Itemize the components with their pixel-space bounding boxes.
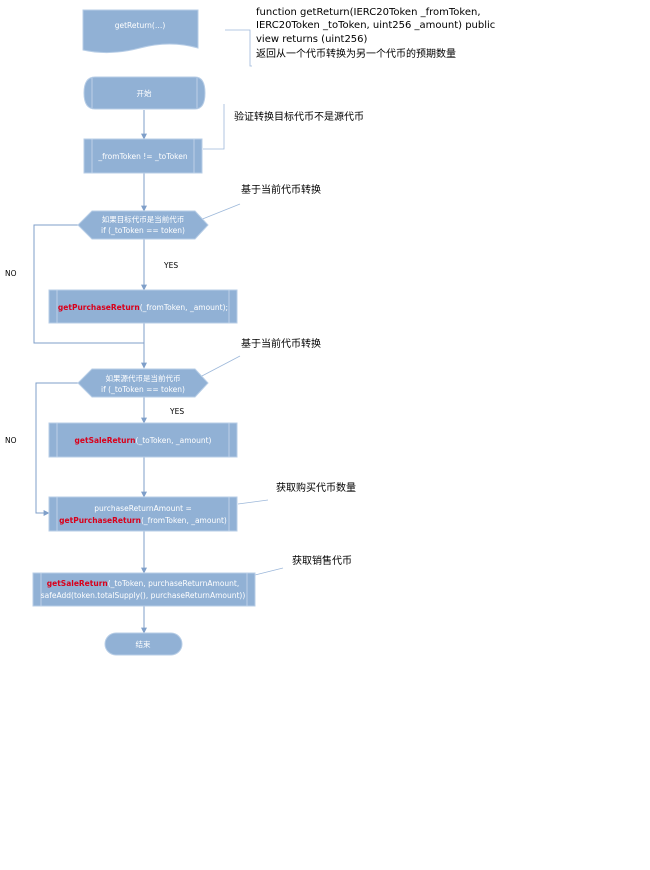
callout-check: [203, 104, 225, 150]
note-final-sale: 获取销售代币: [292, 554, 352, 567]
flow-connectors: [33, 110, 147, 634]
note-decision1: 基于当前代币转换: [241, 183, 321, 196]
final-sale-process-shape: [32, 572, 256, 607]
note-decision2: 基于当前代币转换: [241, 337, 321, 350]
decision1-node: 如果目标代币是当前代币 if (_toToken == token): [77, 210, 209, 240]
note-assign: 获取购买代币数量: [276, 481, 356, 494]
sale-func: getSaleReturn: [75, 436, 136, 445]
callout-assign: [237, 499, 269, 505]
arrow-decision2-no: [35, 382, 78, 516]
end-node-label: 结束: [136, 639, 151, 649]
signature-note-line1: function getReturn(IERC20Token _fromToke…: [256, 7, 481, 18]
decision1-no-label: NO: [5, 269, 17, 278]
assign-args: (_fromToken, _amount): [141, 516, 227, 525]
callout-final-sale: [254, 567, 284, 576]
signature-note-line3: view returns (uint256): [256, 34, 368, 45]
end-node: 结束: [104, 632, 183, 656]
check-node: _fromToken != _toToken: [83, 138, 203, 174]
assign-line1: purchaseReturnAmount =: [94, 504, 191, 513]
decision1-shape: [77, 210, 209, 240]
decision1-line2: if (_toToken == token): [101, 226, 185, 235]
assign-func: getPurchaseReturn: [59, 516, 141, 525]
purchase-process-shape: [48, 289, 238, 324]
decision2-line2: if (_toToken == token): [101, 385, 185, 394]
assign-node: purchaseReturnAmount = getPurchaseReturn…: [48, 496, 238, 532]
decision1-line1: 如果目标代币是当前代币: [102, 214, 185, 224]
assign-line2: getPurchaseReturn(_fromToken, _amount): [59, 516, 227, 525]
decision1-yes-label: YES: [163, 261, 178, 270]
check-process-shape: [83, 138, 203, 174]
callout-signature: [225, 29, 252, 67]
end-terminator-shape: [104, 632, 183, 656]
callout-lines: [199, 29, 284, 576]
start-node: 开始: [83, 76, 206, 110]
start-terminator-shape: [83, 76, 206, 110]
purchase-args: (_fromToken, _amount);: [140, 303, 228, 312]
decision2-shape: [77, 368, 209, 398]
start-node-label: 开始: [137, 88, 152, 98]
signature-note-line4: 返回从一个代币转换为另一个代币的预期数量: [256, 47, 456, 60]
note-check: 验证转换目标代币不是源代币: [234, 110, 364, 123]
final-sale-node: getSaleReturn(_toToken, purchaseReturnAm…: [32, 572, 256, 607]
decision2-yes-label: YES: [169, 407, 184, 416]
sale-process-shape: [48, 422, 238, 458]
sale-node: getSaleReturn(_toToken, _amount): [48, 422, 238, 458]
final-sale-line1: getSaleReturn(_toToken, purchaseReturnAm…: [47, 579, 239, 588]
decision2-no-label: NO: [5, 436, 17, 445]
sale-node-label: getSaleReturn(_toToken, _amount): [75, 436, 212, 445]
callout-decision2: [199, 355, 241, 378]
sale-args: (_toToken, _amount): [136, 436, 212, 445]
signature-note: function getReturn(IERC20Token _fromToke…: [256, 7, 495, 60]
purchase-node: getPurchaseReturn(_fromToken, _amount);: [48, 289, 238, 324]
signature-note-line2: IERC20Token _toToken, uint256 _amount) p…: [256, 20, 495, 31]
purchase-node-label: getPurchaseReturn(_fromToken, _amount);: [58, 303, 228, 312]
final-sale-func: getSaleReturn: [47, 579, 108, 588]
final-sale-line2: safeAdd(token.totalSupply(), purchaseRet…: [41, 591, 246, 600]
callout-decision1: [199, 203, 241, 221]
decision2-node: 如果源代币是当前代币 if (_toToken == token): [77, 368, 209, 398]
arrow-decision1-no: [33, 224, 144, 344]
signature-node-label: getReturn(…): [115, 21, 166, 30]
decision2-line1: 如果源代币是当前代币: [106, 373, 181, 383]
check-node-label: _fromToken != _toToken: [97, 152, 187, 161]
assign-process-shape: [48, 496, 238, 532]
final-sale-args: (_toToken, purchaseReturnAmount,: [108, 579, 239, 588]
purchase-func: getPurchaseReturn: [58, 303, 140, 312]
document-shape: [82, 9, 199, 54]
signature-node: getReturn(…): [82, 9, 199, 54]
